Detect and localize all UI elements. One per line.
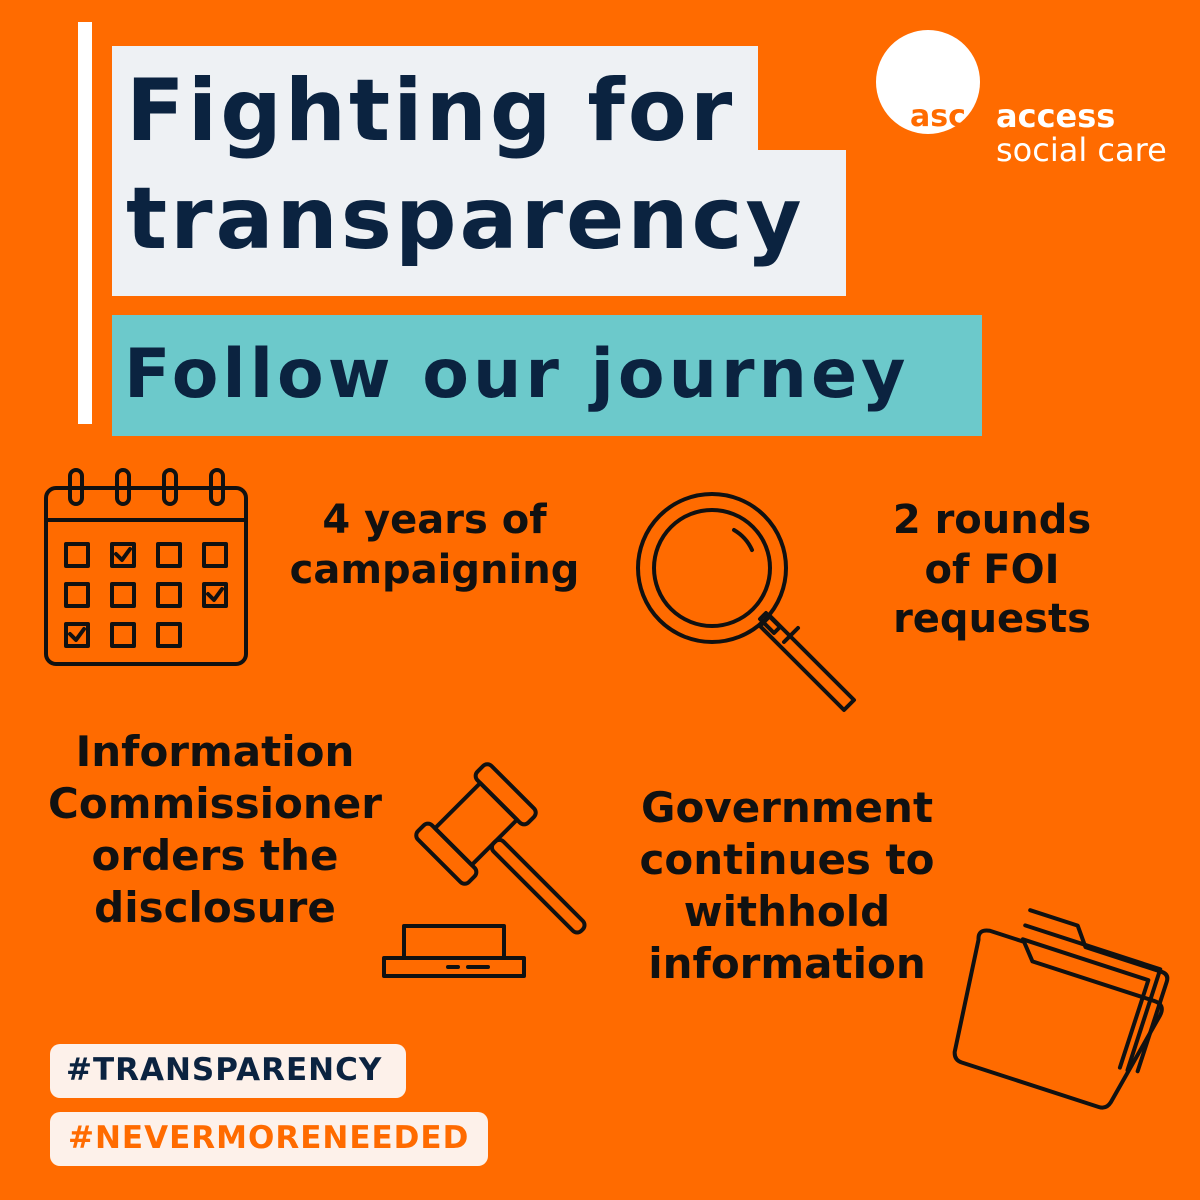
folder-icon (952, 908, 1170, 1110)
logo-mark: asc (910, 99, 966, 134)
title-line-1: Fighting for (112, 46, 758, 162)
gavel-icon (382, 762, 587, 978)
fact-foi-requests: 2 rounds of FOI requests (892, 497, 1092, 643)
logo-circle-icon (876, 30, 980, 134)
calendar-icon (44, 468, 248, 666)
logo-line-1: access (996, 97, 1116, 135)
title-line-2: transparency (112, 150, 846, 296)
magnifier-icon (636, 492, 856, 712)
fact-government-withholds: Government continues to withhold informa… (639, 783, 935, 989)
fact-information-commissioner: Information Commissioner orders the disc… (48, 727, 382, 933)
logo-line-2: social care (996, 131, 1167, 169)
logo: asc access social care (870, 26, 1190, 176)
accent-bar (78, 22, 92, 424)
hashtag-nevermoreneeded: #NEVERMORENEEDED (50, 1112, 488, 1166)
subtitle: Follow our journey (112, 315, 982, 436)
fact-years-campaigning: 4 years of campaigning (289, 497, 580, 593)
hashtag-transparency: #TRANSPARENCY (50, 1044, 406, 1098)
